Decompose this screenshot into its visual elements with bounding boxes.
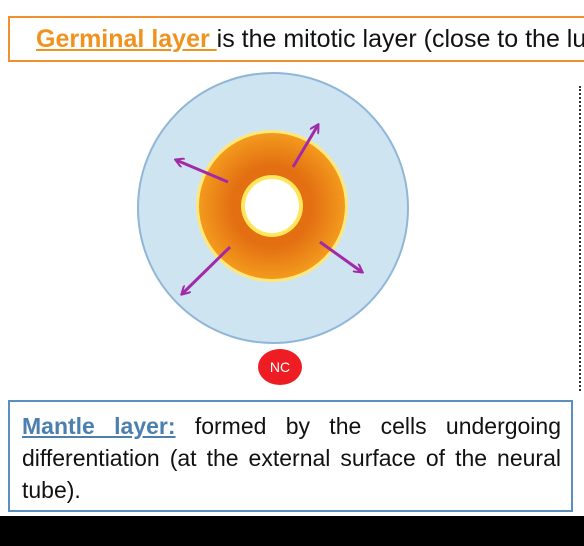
- arrow-up-left-icon: [176, 160, 229, 184]
- lumen: [245, 179, 299, 233]
- germinal-layer-description: is the mitotic layer (close to the lumen…: [216, 25, 584, 53]
- germinal-layer-term: Germinal layer: [36, 25, 217, 53]
- dotted-divider: [579, 86, 581, 391]
- arrow-down-left-icon: [182, 245, 232, 294]
- mantle-layer-note: Mantle layer: formed by the cells underg…: [8, 400, 573, 512]
- bottom-black-bar: [0, 516, 584, 546]
- germinal-layer-note: Germinal layer is the mitotic layer (clo…: [8, 16, 584, 62]
- arrow-up-right-icon: [291, 125, 318, 168]
- mantle-layer-term: Mantle layer:: [22, 413, 176, 439]
- mantle-layer-description: formed by the cells undergoing different…: [22, 413, 561, 503]
- arrow-down-right-icon: [319, 240, 362, 272]
- neural-crest: [258, 349, 302, 385]
- neural-crest-label: NC: [270, 359, 290, 375]
